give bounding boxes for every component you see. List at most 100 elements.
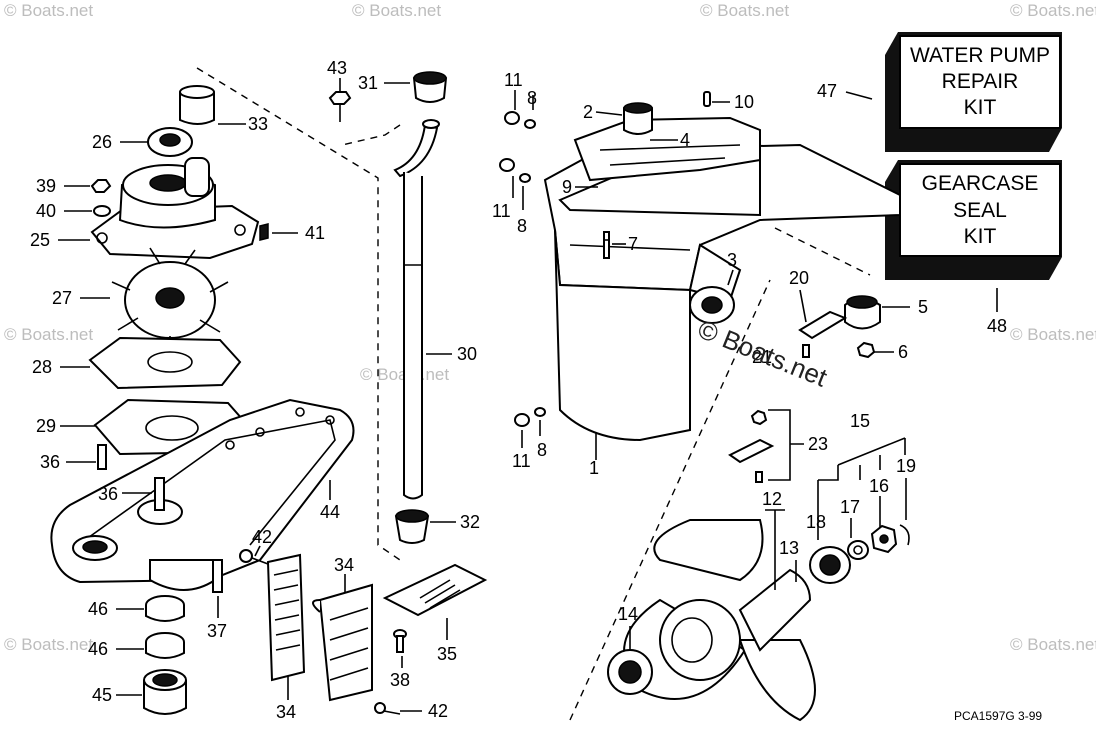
screw-42-bottom (374, 702, 401, 715)
callout-42: 42 (428, 701, 448, 721)
callout-1: 1 (589, 458, 599, 478)
water-pump-repair-kit-box: WATER PUMP REPAIR KIT (885, 32, 1062, 152)
screw-38 (393, 629, 407, 653)
callout-8: 8 (537, 440, 547, 460)
callout-39: 39 (36, 176, 56, 196)
plug-11-low (514, 407, 546, 427)
callout-33: 33 (248, 114, 268, 134)
callout-17: 17 (840, 497, 860, 517)
callout-19: 19 (896, 456, 916, 476)
callout-29: 29 (36, 416, 56, 436)
callout-41: 41 (305, 223, 325, 243)
callout-12: 12 (762, 489, 782, 509)
bearing-26 (147, 127, 193, 157)
stud-36-top (97, 444, 107, 470)
fin-23 (728, 409, 775, 483)
callout-48: 48 (987, 316, 1007, 336)
nut-16 (870, 524, 898, 554)
callout-32: 32 (460, 512, 480, 532)
callout-27: 27 (52, 288, 72, 308)
callout-6: 6 (898, 342, 908, 362)
hub-14 (607, 649, 653, 695)
callout-11: 11 (512, 451, 531, 471)
callout-13: 13 (779, 538, 799, 558)
anode-5 (844, 295, 881, 330)
watermark: © Boats.net (700, 1, 789, 20)
impeller-27 (111, 247, 229, 352)
screw-21 (802, 344, 810, 358)
callout-46: 46 (88, 599, 108, 619)
plug-11-top (504, 111, 536, 129)
watermark: © Boats.net (1010, 1, 1096, 20)
callout-44: 44 (320, 502, 340, 522)
callout-9: 9 (562, 177, 572, 197)
water-tube-30 (393, 119, 440, 500)
washer-17 (847, 540, 869, 560)
pump-housing-25 (90, 157, 260, 260)
kit-label-line3: KIT (964, 96, 997, 119)
watermark: © Boats.net (1010, 325, 1096, 344)
callout-8: 8 (527, 88, 537, 108)
kit-label-line3: KIT (964, 225, 997, 248)
cotter-pin-19 (899, 524, 910, 546)
callout-15: 15 (850, 411, 870, 431)
callout-42: 42 (252, 527, 272, 547)
watermark: © Boats.net (4, 325, 93, 344)
grommet-31 (412, 71, 448, 103)
callout-23: 23 (808, 434, 828, 454)
washer-40 (93, 205, 111, 217)
callout-43: 43 (327, 58, 347, 78)
callout-11: 11 (492, 201, 511, 221)
callout-40: 40 (36, 201, 56, 221)
callout-3: 3 (727, 250, 737, 270)
drawing-code: PCA1597G 3-99 (954, 709, 1042, 723)
callout-21: 21 (752, 347, 772, 367)
callout-4: 4 (680, 130, 690, 150)
screw-7 (603, 231, 610, 259)
base-plate-44 (50, 398, 355, 591)
assembly-guide-lines (196, 67, 871, 721)
key-41 (259, 223, 269, 241)
screw-43 (328, 91, 352, 122)
callout-46: 46 (88, 639, 108, 659)
pump-cup-33 (179, 85, 215, 125)
kit-label-line2: REPAIR (942, 70, 1019, 93)
callout-20: 20 (789, 268, 809, 288)
callout-8: 8 (517, 216, 527, 236)
callout-11: 11 (504, 70, 523, 90)
gearcase-seal-kit-box: GEARCASE SEAL KIT (885, 160, 1062, 280)
watermark: © Boats.net (4, 635, 93, 654)
seal-46-upper (145, 595, 185, 622)
kit-label-line1: WATER PUMP (910, 44, 1050, 67)
callout-26: 26 (92, 132, 112, 152)
callout-36: 36 (40, 452, 60, 472)
callout-5: 5 (918, 297, 928, 317)
trim-tab-20 (798, 310, 848, 340)
watermark: © Boats.net (1010, 635, 1096, 654)
propeller-12 (623, 519, 816, 722)
callout-36: 36 (98, 484, 118, 504)
callout-45: 45 (92, 685, 112, 705)
callout-31: 31 (358, 73, 378, 93)
pin-10 (703, 91, 711, 107)
screen-cover-35 (382, 563, 488, 617)
callout-34: 34 (276, 702, 296, 722)
watermark: © Boats.net (352, 1, 441, 20)
screw-42-top (239, 549, 269, 565)
callout-30: 30 (457, 344, 477, 364)
callout-34: 34 (334, 555, 354, 575)
callout-38: 38 (390, 670, 410, 690)
callout-16: 16 (869, 476, 889, 496)
callout-47: 47 (817, 81, 837, 101)
screw-6 (856, 341, 876, 359)
callout-labels: 33 26 39 40 25 41 27 28 29 36 36 44 46 4… (30, 58, 928, 722)
nut-39 (90, 179, 112, 193)
callout-14: 14 (618, 604, 638, 624)
callout-10: 10 (734, 92, 754, 112)
gearcase-1 (543, 116, 901, 442)
thrust-washer-18 (809, 546, 851, 584)
callout-28: 28 (32, 357, 52, 377)
water-screen-34 (266, 553, 373, 702)
leader-lines (58, 78, 910, 712)
